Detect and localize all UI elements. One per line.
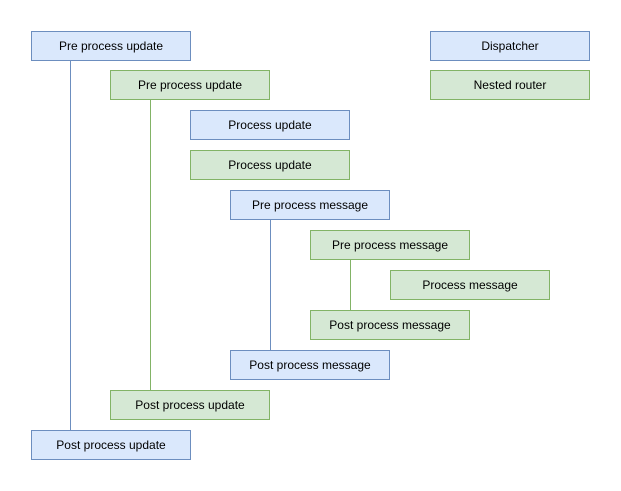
node-pre-process-message-inner: Pre process message [310, 230, 470, 260]
connector-message-inner [350, 260, 351, 310]
node-pre-process-update-inner: Pre process update [110, 70, 270, 100]
node-dispatcher: Dispatcher [430, 31, 590, 61]
node-post-process-message-inner: Post process message [310, 310, 470, 340]
connector-update-outer [70, 61, 71, 430]
node-process-message-inner: Process message [390, 270, 550, 300]
connector-message-outer [270, 220, 271, 350]
node-post-process-message-outer: Post process message [230, 350, 390, 380]
node-process-update-inner: Process update [190, 150, 350, 180]
node-post-process-update-inner: Post process update [110, 390, 270, 420]
node-post-process-update-outer: Post process update [31, 430, 191, 460]
connector-update-inner [150, 100, 151, 390]
node-pre-process-message-outer: Pre process message [230, 190, 390, 220]
node-nested-router: Nested router [430, 70, 590, 100]
node-process-update-outer: Process update [190, 110, 350, 140]
node-pre-process-update-outer: Pre process update [31, 31, 191, 61]
